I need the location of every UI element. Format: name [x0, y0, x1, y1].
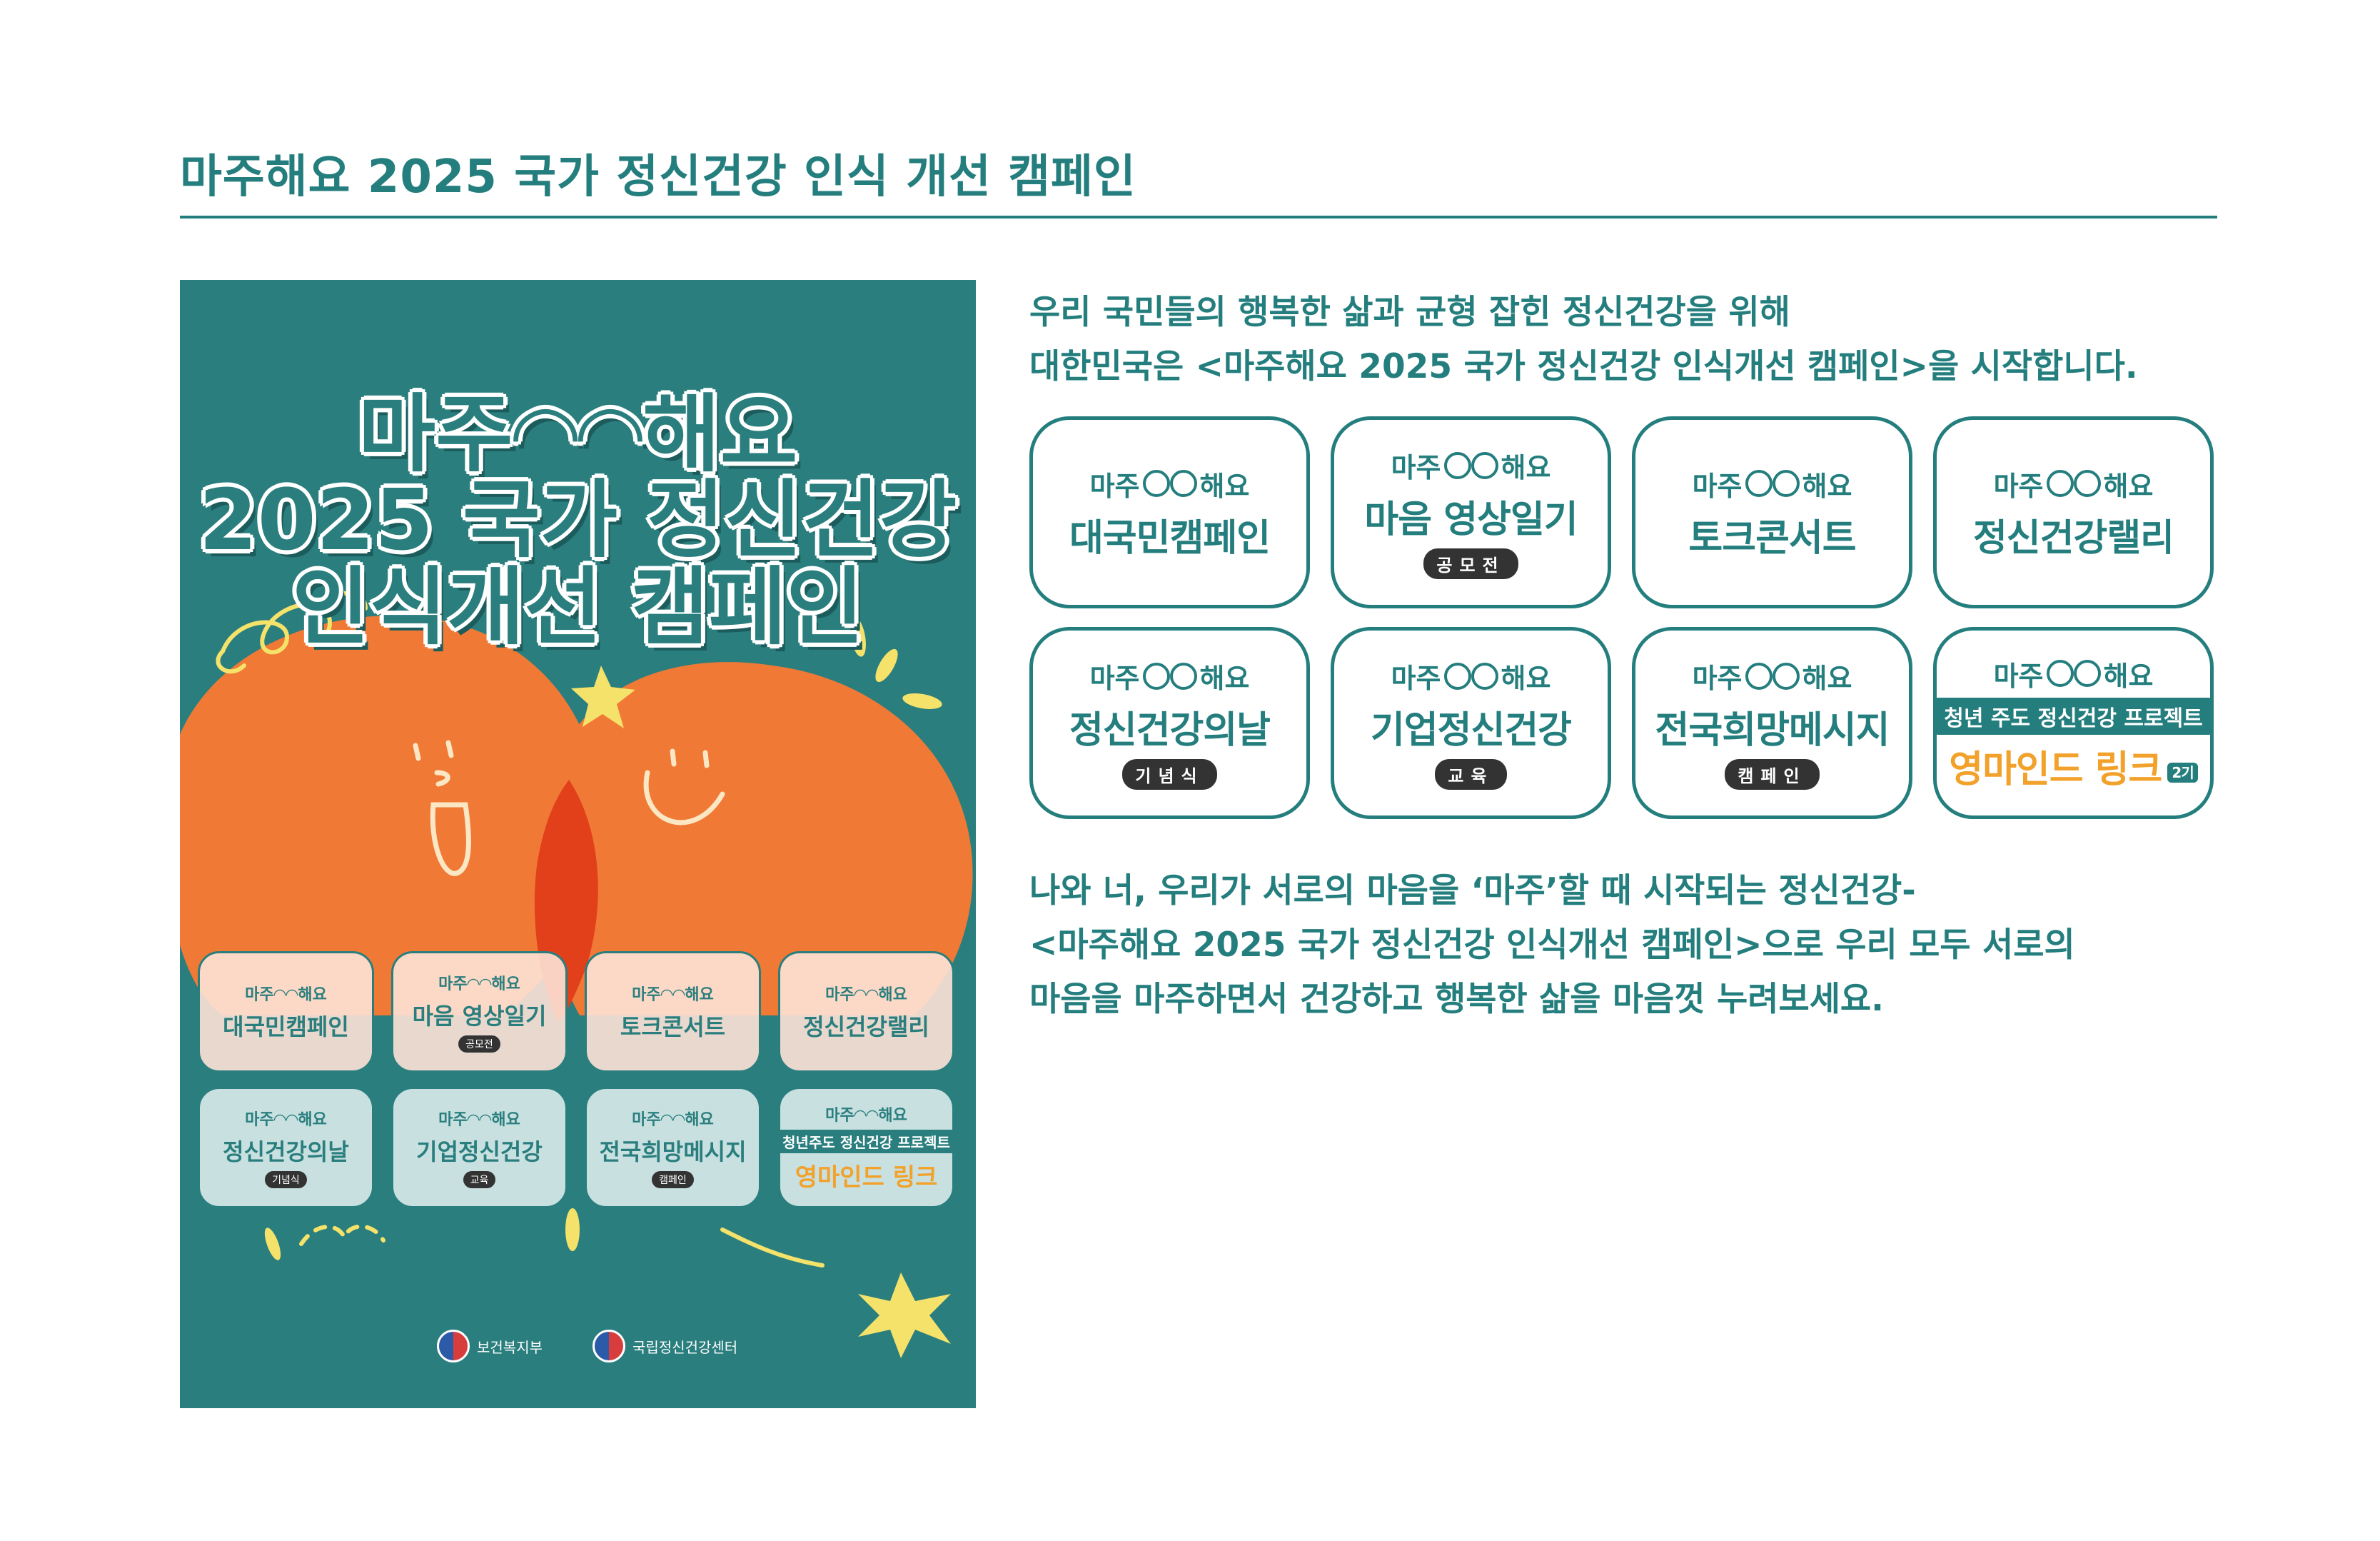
poster-card: 마주◠◠해요 전국희망메시지 캠페인	[585, 1087, 761, 1208]
card-sub-badge: 캠페인	[1725, 759, 1820, 790]
ministry-logo: 보건복지부	[437, 1330, 543, 1362]
right-orange-blob	[542, 662, 973, 1015]
card-name: 마음 영상일기	[1364, 498, 1578, 541]
center-logo-label: 국립정신건강센터	[632, 1338, 738, 1356]
poster-card-name: 청년주도 정신건강 프로젝트	[777, 1130, 956, 1153]
poster-card-name2: 영마인드 링크	[795, 1163, 938, 1192]
poster-card-sub: 공모전	[458, 1035, 500, 1053]
poster-card-name: 대국민캠페인	[223, 1013, 349, 1040]
poster-card-name: 정신건강랠리	[803, 1013, 929, 1040]
card-name: 정신건강랠리	[1972, 516, 2174, 560]
drop-doodles	[264, 617, 942, 1260]
poster-card-name: 마음 영상일기	[412, 1003, 547, 1030]
card-name: 정신건강의날	[1069, 709, 1271, 752]
card-name: 기업정신건강	[1370, 709, 1572, 752]
twin-faces-icon	[1142, 470, 1197, 497]
poster-card-sub: 교육	[463, 1171, 496, 1188]
poster-card-brand: 마주◠◠해요	[632, 1111, 714, 1129]
poster-card-brand: 마주◠◠해요	[438, 975, 520, 993]
twin-faces-icon	[2046, 470, 2101, 497]
twin-faces-icon	[2046, 660, 2101, 687]
poster-logos: 보건복지부 국립정신건강센터	[437, 1330, 737, 1362]
center-logo: 국립정신건강센터	[593, 1330, 737, 1362]
card-name: 대국민캠페인	[1069, 516, 1271, 560]
twin-faces-icon	[1443, 451, 1498, 479]
intro-line: 대한민국은 <마주해요 2025 국가 정신건강 인식개선 캠페인>을 시작합니…	[1029, 347, 2138, 386]
page-title: 마주해요 2025 국가 정신건강 인식 개선 캠페인	[180, 151, 1136, 204]
card-name: 청년 주도 정신건강 프로젝트	[1935, 697, 2212, 735]
poster-card-brand: 마주◠◠해요	[632, 986, 714, 1004]
card-name: 전국희망메시지	[1655, 709, 1890, 752]
card-sub-badge: 기념식	[1122, 759, 1217, 790]
taegeuk-icon	[437, 1330, 470, 1362]
poster-card-name: 정신건강의날	[223, 1138, 349, 1165]
poster-card-brand: 마주◠◠해요	[245, 986, 327, 1004]
ministry-logo-label: 보건복지부	[477, 1338, 543, 1356]
poster-illustration	[180, 591, 973, 1358]
poster-card-brand: 마주◠◠해요	[438, 1111, 520, 1129]
poster-card-brand: 마주◠◠해요	[825, 986, 907, 1004]
poster-card-sub: 캠페인	[652, 1171, 694, 1188]
poster-card: 마주◠◠해요 마음 영상일기 공모전	[391, 951, 568, 1073]
twin-faces-icon	[1443, 662, 1498, 690]
card-sub-badge: 공모전	[1423, 548, 1518, 579]
poster-card-sub: 기념식	[265, 1171, 307, 1188]
card-sub-badge: 교육	[1435, 759, 1507, 790]
poster-card: 마주◠◠해요 기업정신건강 교육	[391, 1087, 568, 1208]
doodle-swirls	[216, 591, 825, 1268]
star-doodles	[571, 666, 951, 1358]
poster-card-name: 전국희망메시지	[599, 1138, 747, 1165]
poster-title-line2: 2025 국가 정신건강	[198, 471, 957, 569]
left-face-icon	[413, 740, 471, 876]
taegeuk-icon	[593, 1330, 625, 1362]
poster-card: 마주◠◠해요 청년주도 정신건강 프로젝트 영마인드 링크	[777, 1087, 956, 1208]
poster-card-brand: 마주◠◠해요	[825, 1107, 907, 1125]
poster-card-name: 토크콘서트	[620, 1013, 726, 1040]
title-divider	[180, 216, 2217, 219]
poster-card-brand: 마주◠◠해요	[245, 1111, 327, 1129]
poster-card: 마주◠◠해요 정신건강의날 기념식	[198, 1087, 374, 1208]
poster-brand-title: 마주◠◠해요	[358, 385, 798, 483]
right-face-icon	[643, 748, 725, 825]
generation-badge: 2기	[2167, 763, 2198, 783]
twin-faces-icon	[1745, 662, 1800, 690]
closing-line: 나와 너, 우리가 서로의 마음을 ‘마주’할 때 시작되는 정신건강-	[1029, 871, 1916, 910]
twin-faces-icon	[1745, 470, 1800, 497]
poster-title-line3: 인식개선 캠페인	[291, 558, 864, 656]
poster-card-name: 기업정신건강	[416, 1138, 543, 1165]
poster-card: 마주◠◠해요 토크콘서트	[585, 951, 761, 1073]
card-name: 토크콘서트	[1688, 516, 1856, 560]
poster-card: 마주◠◠해요 정신건강랠리	[778, 951, 954, 1073]
intro-line: 우리 국민들의 행복한 삶과 균형 잡힌 정신건강을 위해	[1029, 293, 1790, 332]
closing-line: 마음을 마주하면서 건강하고 행복한 삶을 마음껏 누려보세요.	[1029, 980, 1885, 1019]
intro-text: 우리 국민들의 행복한 삶과 균형 잡힌 정신건강을 위해 대한민국은 <마주해…	[1029, 286, 2229, 394]
closing-text: 나와 너, 우리가 서로의 마음을 ‘마주’할 때 시작되는 정신건강- <마주…	[1029, 864, 2229, 1027]
closing-line: <마주해요 2025 국가 정신건강 인식개선 캠페인>으로 우리 모두 서로의	[1029, 925, 2075, 965]
left-orange-blob	[180, 616, 601, 1015]
poster-program-grid: 마주◠◠해요 대국민캠페인 마주◠◠해요 마음 영상일기 공모전 마주◠◠해요 …	[198, 951, 962, 1208]
campaign-poster: 마주◠◠해요 2025 국가 정신건강 인식개선 캠페인 마주◠◠해요 대국민캠…	[180, 280, 976, 1408]
twin-faces-icon	[1142, 662, 1197, 690]
poster-card: 마주◠◠해요 대국민캠페인	[198, 951, 374, 1073]
